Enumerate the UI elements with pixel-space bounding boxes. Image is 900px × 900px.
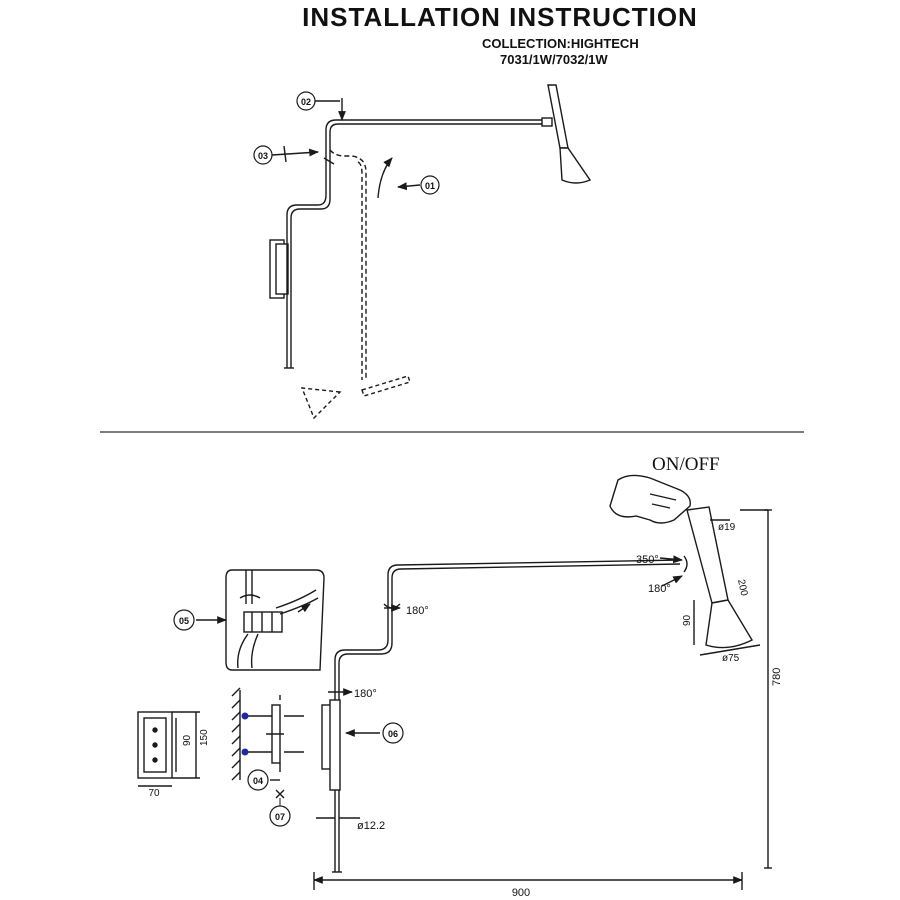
svg-text:02: 02: [301, 97, 311, 107]
svg-text:06: 06: [388, 729, 398, 739]
callout-06: 06: [382, 722, 404, 744]
dim-diameter-75: ø75: [722, 653, 740, 664]
collection-label: COLLECTION:HIGHTECH: [482, 36, 639, 51]
dim-780: 780: [771, 668, 783, 686]
rotation-180-head-label: 180°: [648, 583, 671, 595]
callout-02: 02: [296, 91, 316, 111]
dim-diameter-19: ø19: [718, 522, 736, 533]
screw-dot-top: [241, 712, 249, 720]
bottom-lamp-drawing: [137, 474, 772, 890]
screw-dot-bottom: [241, 748, 249, 756]
on-off-label: ON/OFF: [652, 454, 720, 475]
upper-arm: [325, 119, 548, 150]
svg-text:01: 01: [425, 181, 435, 191]
dim-90-head: 90: [682, 614, 693, 626]
rotation-350-label: 350°: [636, 554, 659, 566]
dim-70: 70: [148, 788, 160, 799]
terminal-block: [243, 611, 283, 633]
upper-arm: [397, 559, 681, 566]
dim-150: 150: [199, 729, 210, 746]
page-title: INSTALLATION INSTRUCTION: [302, 2, 698, 32]
callout-04: 04: [247, 769, 269, 791]
lower-arm: [334, 564, 399, 700]
dim-900: 900: [512, 887, 530, 899]
rotation-180-arm-label: 180°: [406, 605, 429, 617]
svg-text:03: 03: [258, 151, 268, 161]
top-lamp-drawing: [269, 84, 592, 420]
lamp-head: [547, 84, 569, 149]
svg-text:07: 07: [275, 812, 285, 822]
callout-07: 07: [269, 798, 291, 827]
callout-01: 01: [420, 175, 440, 195]
lower-arm: [286, 150, 327, 300]
rotation-180-base-label: 180°: [354, 688, 377, 700]
svg-text:04: 04: [253, 776, 263, 786]
dim-diameter-12-2: ø12.2: [357, 820, 385, 832]
svg-text:05: 05: [179, 616, 189, 626]
hand-illustration: [609, 474, 691, 524]
dim-200: 200: [735, 578, 749, 597]
callout-05: 05: [173, 609, 195, 631]
model-numbers: 7031/1W/7032/1W: [500, 52, 608, 67]
dim-90-plate: 90: [182, 734, 193, 746]
dashed-arm-position: [329, 149, 367, 380]
callout-03: 03: [253, 145, 273, 165]
